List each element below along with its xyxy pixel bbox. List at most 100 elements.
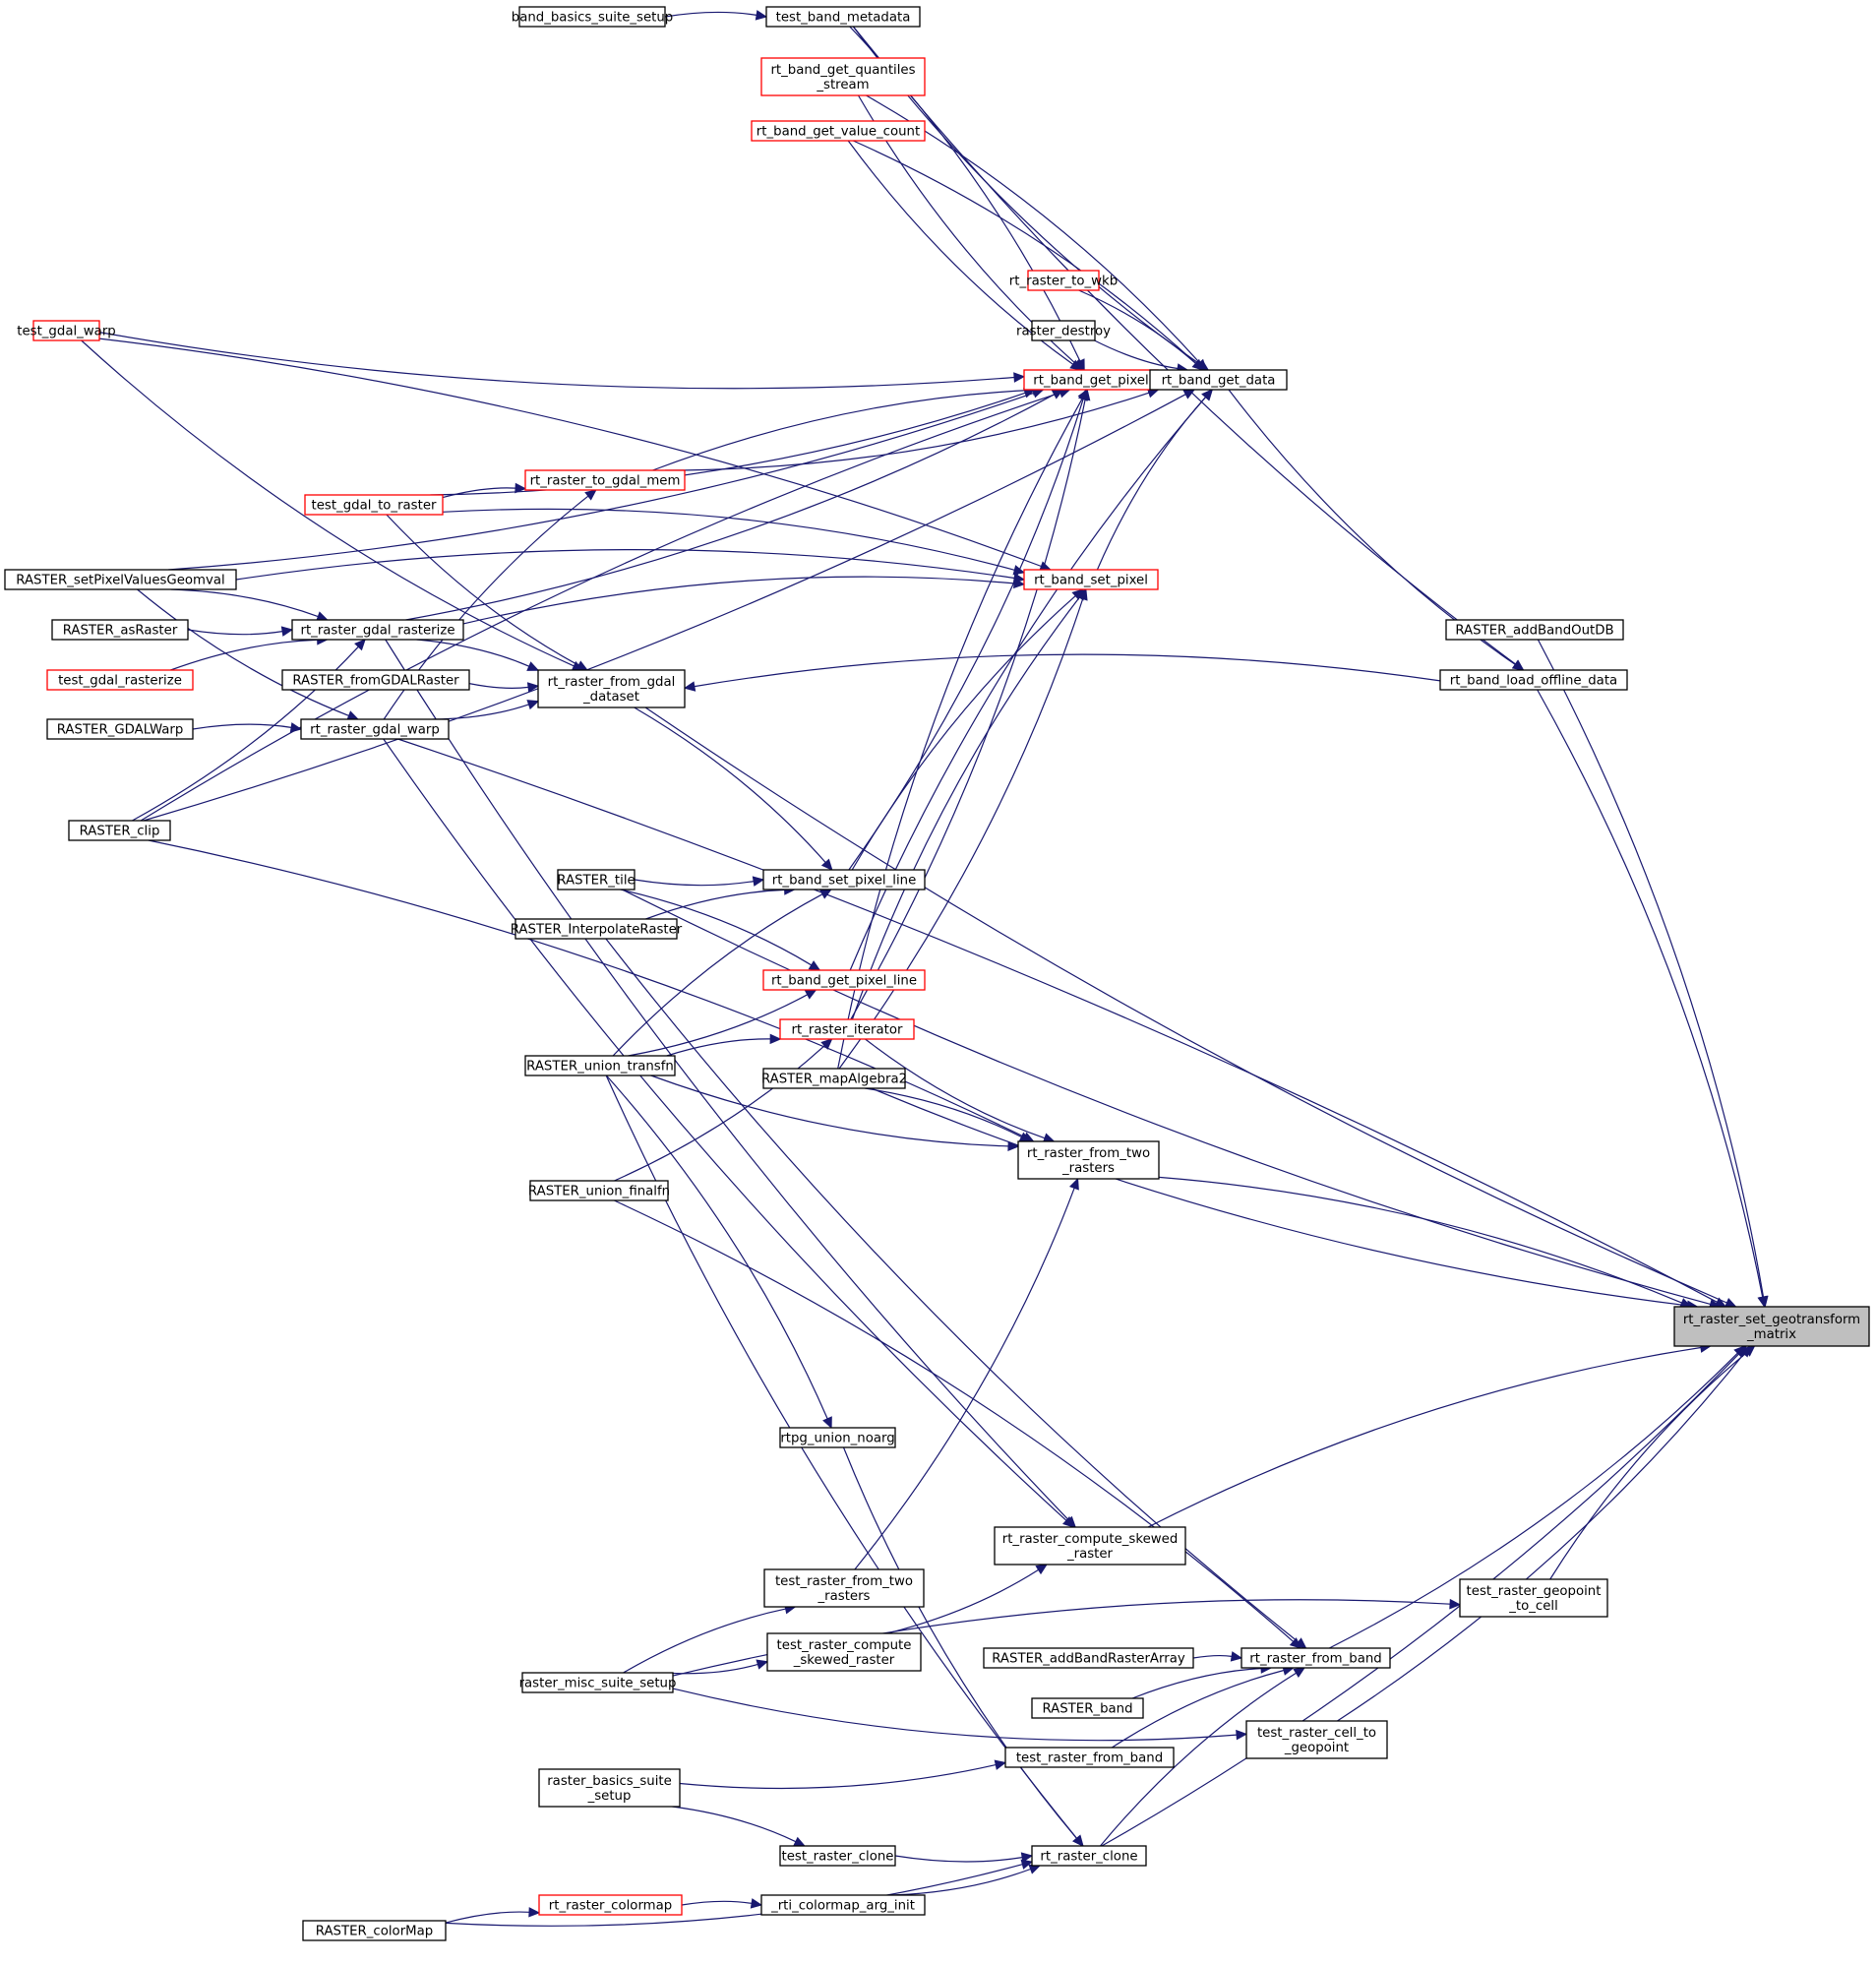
node-label: _dataset xyxy=(582,690,639,705)
node-label: rt_raster_gdal_warp xyxy=(310,723,440,738)
node-RASTER-InterpolateRaster[interactable]: RASTER_InterpolateRaster xyxy=(511,918,683,940)
edge-RASTER_band-to-rt_raster_from_band xyxy=(1131,1663,1273,1699)
edge-RASTER_union_transfn-to-rtpg_union_noarg xyxy=(605,1075,832,1430)
arrowhead-icon xyxy=(808,960,821,971)
node-test-gdal-to-raster[interactable]: test_gdal_to_raster xyxy=(304,494,444,516)
edge-line xyxy=(432,704,529,720)
node-RASTER-GDALWarp[interactable]: RASTER_GDALWarp xyxy=(46,718,194,740)
arrowhead-icon xyxy=(1069,359,1082,371)
edge-RASTER_union_transfn-to-rt_raster_clone xyxy=(605,1075,1084,1847)
node-band-basics-suite-setup[interactable]: band_basics_suite_setup xyxy=(512,6,673,28)
node-box xyxy=(983,1647,1194,1669)
edge-line xyxy=(848,399,1084,871)
node-rt-raster-gdal-warp[interactable]: rt_raster_gdal_warp xyxy=(300,718,450,740)
node-RASTER-union-finalfn[interactable]: RASTER_union_finalfn xyxy=(528,1180,670,1201)
node-box xyxy=(762,869,926,890)
node-box xyxy=(766,1632,922,1672)
edge-line xyxy=(854,1188,1075,1570)
arrowhead-icon xyxy=(1020,1852,1034,1863)
arrowhead-icon xyxy=(1035,1564,1049,1575)
edge-line xyxy=(694,653,1441,688)
node-RASTER-band[interactable]: RASTER_band xyxy=(1031,1697,1144,1719)
arrowhead-icon xyxy=(1077,388,1088,401)
node-label: _setup xyxy=(587,1789,632,1804)
node-box xyxy=(1031,320,1096,341)
node-box xyxy=(779,1018,915,1040)
node-RASTER-union-transfn[interactable]: RASTER_union_transfn xyxy=(524,1055,676,1076)
arrowhead-icon xyxy=(683,681,696,692)
edge-RASTER_addBandOutDB-to-focus xyxy=(1537,639,1769,1309)
node-rt-raster-colormap[interactable]: rt_raster_colormap xyxy=(538,1894,683,1916)
node-rt-raster-from-gdal-dataset[interactable]: rt_raster_from_gdal_dataset xyxy=(537,669,686,708)
node-test-band-metadata[interactable]: test_band_metadata xyxy=(765,6,921,28)
node-rt-band-get-data[interactable]: rt_band_get_data xyxy=(1149,369,1288,391)
edge-line xyxy=(650,1075,1009,1147)
edge-line xyxy=(1096,397,1206,571)
node-label: _rasters xyxy=(1061,1161,1115,1176)
node-rt-band-set-pixel-line[interactable]: rt_band_set_pixel_line xyxy=(762,869,926,890)
node-RASTER-addBandOutDB[interactable]: RASTER_addBandOutDB xyxy=(1445,619,1624,641)
node-rt-raster-from-band[interactable]: rt_raster_from_band xyxy=(1241,1647,1391,1669)
node-test-gdal-warp[interactable]: test_gdal_warp xyxy=(17,320,116,341)
node-test-raster-from-band[interactable]: test_raster_from_band xyxy=(1004,1747,1175,1768)
node-rt-raster-clone[interactable]: rt_raster_clone xyxy=(1031,1845,1147,1867)
node-rtpg-union-noarg[interactable]: rtpg_union_noarg xyxy=(779,1427,896,1448)
node-label: test_raster_cell_to xyxy=(1257,1726,1376,1741)
node-test-raster-from-two-rasters[interactable]: test_raster_from_two_rasters xyxy=(763,1568,925,1608)
node-RASTER-addBandRasterArray[interactable]: RASTER_addBandRasterArray xyxy=(983,1647,1194,1669)
node-label: RASTER_setPixelValuesGeomval xyxy=(16,574,224,588)
node-rt-band-get-value-count[interactable]: rt_band_get_value_count xyxy=(751,120,926,142)
node-rt-band-get-pixel[interactable]: rt_band_get_pixel xyxy=(1023,369,1159,391)
node-box xyxy=(1017,1140,1160,1180)
node-RASTER-tile[interactable]: RASTER_tile xyxy=(557,869,635,890)
edge-RASTER_union_transfn-to-rt_raster_iterator xyxy=(666,1033,782,1057)
edge-line xyxy=(665,392,1150,471)
node-rt-raster-to-gdal-mem[interactable]: rt_raster_to_gdal_mem xyxy=(524,469,686,491)
node-rt-band-set-pixel[interactable]: rt_band_set_pixel xyxy=(1023,569,1159,590)
edge-rt_raster_gdal_rasterize-to-rt_raster_from_gdal_dataset xyxy=(416,639,540,671)
node-RASTER-mapAlgebra2[interactable]: RASTER_mapAlgebra2 xyxy=(761,1068,907,1089)
node-focus[interactable]: rt_raster_set_geotransform_matrix xyxy=(1673,1306,1870,1347)
node-RASTER-clip[interactable]: RASTER_clip xyxy=(68,820,171,841)
arrowhead-icon xyxy=(1230,1651,1243,1662)
node-rt-band-get-quantiles-stream[interactable]: rt_band_get_quantiles_stream xyxy=(760,57,926,96)
edge-line xyxy=(442,487,516,499)
node-test-raster-geopoint-to-cell[interactable]: test_raster_geopoint_to_cell xyxy=(1459,1578,1608,1618)
edge-line xyxy=(170,588,319,618)
edge-line xyxy=(605,1075,828,1420)
node-rt-raster-compute-skewed-raster[interactable]: rt_raster_compute_skewed_raster xyxy=(994,1526,1186,1566)
node--rti-colormap-arg-init[interactable]: _rti_colormap_arg_init xyxy=(760,1894,926,1916)
node-RASTER-fromGDALRaster[interactable]: RASTER_fromGDALRaster xyxy=(281,669,470,691)
node-rt-raster-gdal-rasterize[interactable]: rt_raster_gdal_rasterize xyxy=(291,619,464,641)
edge-line xyxy=(851,595,1076,871)
node-rt-raster-iterator[interactable]: rt_raster_iterator xyxy=(779,1018,915,1040)
node-test-raster-compute-skewed-raster[interactable]: test_raster_compute_skewed_raster xyxy=(766,1632,922,1672)
node-test-raster-cell-to-geopoint[interactable]: test_raster_cell_to_geopoint xyxy=(1245,1720,1388,1759)
node-box xyxy=(518,6,666,28)
node-RASTER-setPixelValuesGeomval[interactable]: RASTER_setPixelValuesGeomval xyxy=(4,569,237,590)
edge-line xyxy=(851,596,1080,1020)
node-raster-destroy[interactable]: raster_destroy xyxy=(1016,320,1111,341)
node-raster-misc-suite-setup[interactable]: raster_misc_suite_setup xyxy=(519,1672,677,1693)
node-box xyxy=(521,1672,674,1693)
edge-test_band_metadata-to-rt_band_load_offline_data xyxy=(852,26,1525,671)
node-box xyxy=(68,820,171,841)
node-label: rt_raster_to_wkb xyxy=(1009,275,1118,289)
edge-rt_band_set_pixel_line-to-rt_band_get_pixel xyxy=(848,388,1088,871)
node-raster-basics-suite-setup[interactable]: raster_basics_suite_setup xyxy=(538,1768,681,1808)
edge-line xyxy=(612,893,823,1057)
node-label: _geopoint xyxy=(1284,1741,1349,1755)
node-box xyxy=(4,569,237,590)
node-rt-raster-to-wkb[interactable]: rt_raster_to_wkb xyxy=(1009,270,1118,291)
node-test-gdal-rasterize[interactable]: test_gdal_rasterize xyxy=(46,669,194,691)
node-label: RASTER_fromGDALRaster xyxy=(292,674,459,689)
node-rt-raster-from-two-rasters[interactable]: rt_raster_from_two_rasters xyxy=(1017,1140,1160,1180)
node-rt-band-load-offline-data[interactable]: rt_band_load_offline_data xyxy=(1439,669,1628,691)
edge-line xyxy=(81,339,575,667)
edge-rt_raster_to_gdal_mem-to-rt_band_get_data xyxy=(665,388,1160,471)
node-RASTER-colorMap[interactable]: RASTER_colorMap xyxy=(302,1920,447,1941)
node-rt-band-get-pixel-line[interactable]: rt_band_get_pixel_line xyxy=(762,969,926,991)
node-RASTER-asRaster[interactable]: RASTER_asRaster xyxy=(51,619,189,641)
node-test-raster-clone[interactable]: test_raster_clone xyxy=(779,1845,896,1867)
